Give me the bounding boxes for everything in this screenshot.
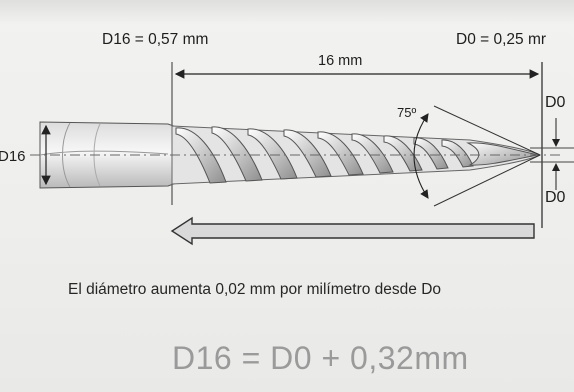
angle-line-lower — [433, 154, 541, 207]
d0-top-label: D0 — [545, 94, 566, 111]
taper-formula: D16 = D0 + 0,32mm — [172, 340, 469, 376]
d16-diameter-label: D16 = 0,57 mm — [102, 31, 209, 48]
d16-side-label: D16 — [0, 148, 26, 165]
d0-bottom-label: D0 — [545, 189, 566, 206]
d0-diameter-label: D0 = 0,25 mr — [456, 31, 547, 48]
diagram-caption: El diámetro aumenta 0,02 mm por milímetr… — [68, 281, 442, 298]
angle-label: 75º — [397, 105, 417, 120]
helical-flutes — [175, 126, 539, 184]
angle-arc — [413, 113, 429, 199]
length-label: 16 mm — [318, 53, 363, 69]
direction-arrow — [170, 216, 535, 246]
angle-line-upper — [433, 105, 541, 156]
